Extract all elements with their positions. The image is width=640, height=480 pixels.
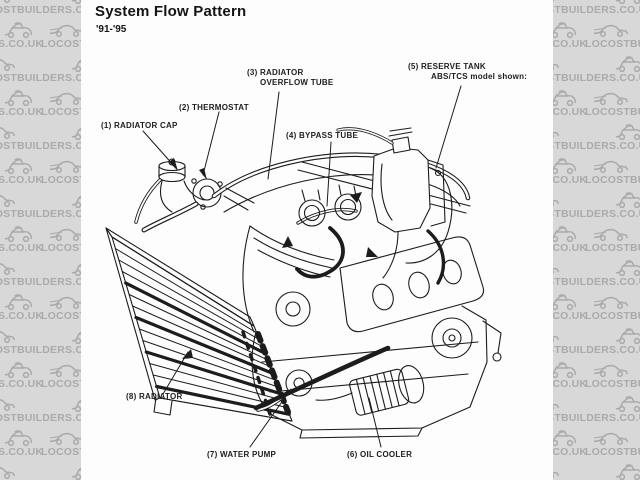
watermark-tile: LOCOSTBUILDERS.CO.UK	[0, 158, 44, 186]
watermark-text: LOCOSTBUILDERS.CO.UK	[585, 38, 640, 50]
page-title: System Flow Pattern	[95, 3, 247, 20]
page-subtitle: '91-'95	[96, 24, 127, 35]
callout-leader-lines	[142, 85, 462, 448]
car-icon	[0, 192, 16, 208]
watermark-text: LOCOSTBUILDERS.CO.UK	[0, 378, 44, 390]
watermark-tile: LOCOSTBUILDERS.CO.UK	[585, 226, 640, 254]
watermark-text: LOCOSTBUILDERS.CO.UK	[585, 446, 640, 458]
watermark-tile: LOCOSTBUILDERS.CO.UK	[0, 226, 44, 254]
car-icon	[0, 124, 16, 140]
watermark-tile: LOCOSTBUILDERS.CO.UK	[0, 430, 44, 458]
car-icon	[49, 22, 85, 38]
leader-arrowheads	[169, 158, 207, 359]
car-icon	[49, 362, 85, 378]
car-icon	[3, 22, 33, 38]
car-icon	[614, 124, 640, 140]
flow-arrows	[282, 192, 378, 257]
car-icon	[593, 22, 629, 38]
watermark-text: LOCOSTBUILDERS.CO.UK	[585, 310, 640, 322]
car-icon	[0, 260, 16, 276]
callout-bypass-tube: (4) BYPASS TUBE	[286, 131, 358, 141]
watermark-tile: LOCOSTBUILDERS.CO.UK	[0, 294, 44, 322]
watermark-text: LOCOSTBUILDERS.CO.UK	[585, 106, 640, 118]
engine-block-illustration	[242, 184, 502, 439]
watermark-text: LOCOSTBUILDERS.CO.UK	[0, 38, 44, 50]
car-icon	[547, 294, 577, 310]
watermark-tile: LOCOSTBUILDERS.CO.UK	[585, 22, 640, 50]
car-icon	[0, 464, 16, 480]
callout-radiator-cap: (1) RADIATOR CAP	[101, 121, 178, 131]
car-icon	[3, 362, 33, 378]
car-icon	[593, 362, 629, 378]
car-icon	[3, 90, 33, 106]
watermark-text: LOCOSTBUILDERS.CO.UK	[585, 174, 640, 186]
car-icon	[614, 396, 640, 412]
car-icon	[614, 56, 640, 72]
car-icon	[614, 328, 640, 344]
callout-text-line2: OVERFLOW TUBE	[260, 78, 334, 87]
watermark-tile: LOCOSTBUILDERS.CO.UK	[585, 430, 640, 458]
callout-text: (2) THERMOSTAT	[179, 103, 249, 112]
watermark-text: LOCOSTBUILDERS.CO.UK	[0, 242, 44, 254]
car-icon	[0, 0, 16, 4]
car-icon	[593, 294, 629, 310]
watermark-tile: LOCOSTBUILDERS.CO.UK	[585, 294, 640, 322]
car-icon	[0, 56, 16, 72]
car-icon	[0, 328, 16, 344]
car-icon	[614, 260, 640, 276]
car-icon	[3, 158, 33, 174]
reserve-tank-illustration	[336, 127, 453, 279]
watermark-text: LOCOSTBUILDERS.CO.UK	[0, 174, 44, 186]
car-icon	[49, 294, 85, 310]
callout-radiator: (8) RADIATOR	[126, 392, 182, 402]
car-icon	[0, 396, 16, 412]
car-icon	[3, 226, 33, 242]
car-icon	[49, 158, 85, 174]
watermark-tile: LOCOSTBUILDERS.CO.UK	[0, 362, 44, 390]
watermark-tile: LOCOSTBUILDERS.CO.UK	[0, 22, 44, 50]
car-icon	[3, 430, 33, 446]
watermark-tile: LOCOSTBUILDERS.CO.UK	[585, 90, 640, 118]
watermark-text: LOCOSTBUILDERS.CO.UK	[0, 446, 44, 458]
callout-text: (8) RADIATOR	[126, 392, 183, 401]
watermark-text: LOCOSTBUILDERS.CO.UK	[0, 310, 44, 322]
watermark-tile: LOCOSTBUILDERS.CO.UK	[0, 90, 44, 118]
oil-cooler-illustration	[349, 365, 425, 416]
callout-oil-cooler: (6) OIL COOLER	[347, 450, 412, 460]
car-icon	[614, 0, 640, 4]
watermark-tile: LOCOSTBUILDERS.CO.UK	[585, 158, 640, 186]
car-icon	[547, 226, 577, 242]
callout-thermostat: (2) THERMOSTAT	[179, 103, 249, 113]
watermark-text: LOCOSTBUILDERS.CO.UK	[585, 378, 640, 390]
callout-text: (4) BYPASS TUBE	[286, 131, 359, 140]
bypass-tube-illustration	[296, 207, 358, 225]
callout-text: (6) OIL COOLER	[347, 450, 413, 459]
car-icon	[49, 90, 85, 106]
watermark-text: LOCOSTBUILDERS.CO.UK	[0, 106, 44, 118]
car-icon	[3, 294, 33, 310]
car-icon	[49, 430, 85, 446]
callout-text-line2: ABS/TCS model shown:	[431, 72, 528, 81]
callout-text: (3) RADIATOR	[247, 68, 304, 77]
car-icon	[593, 226, 629, 242]
watermark-tile: LOCOSTBUILDERS.CO.UK	[585, 362, 640, 390]
car-icon	[593, 430, 629, 446]
callout-text: (1) RADIATOR CAP	[101, 121, 178, 130]
car-icon	[593, 90, 629, 106]
car-icon	[49, 226, 85, 242]
callout-water-pump: (7) WATER PUMP	[207, 450, 276, 460]
car-icon	[547, 362, 577, 378]
car-icon	[614, 192, 640, 208]
watermark-text: LOCOSTBUILDERS.CO.UK	[585, 242, 640, 254]
callout-text: (7) WATER PUMP	[207, 450, 277, 459]
car-icon	[614, 464, 640, 480]
car-icon	[593, 158, 629, 174]
callout-text: (5) RESERVE TANK	[408, 62, 486, 71]
